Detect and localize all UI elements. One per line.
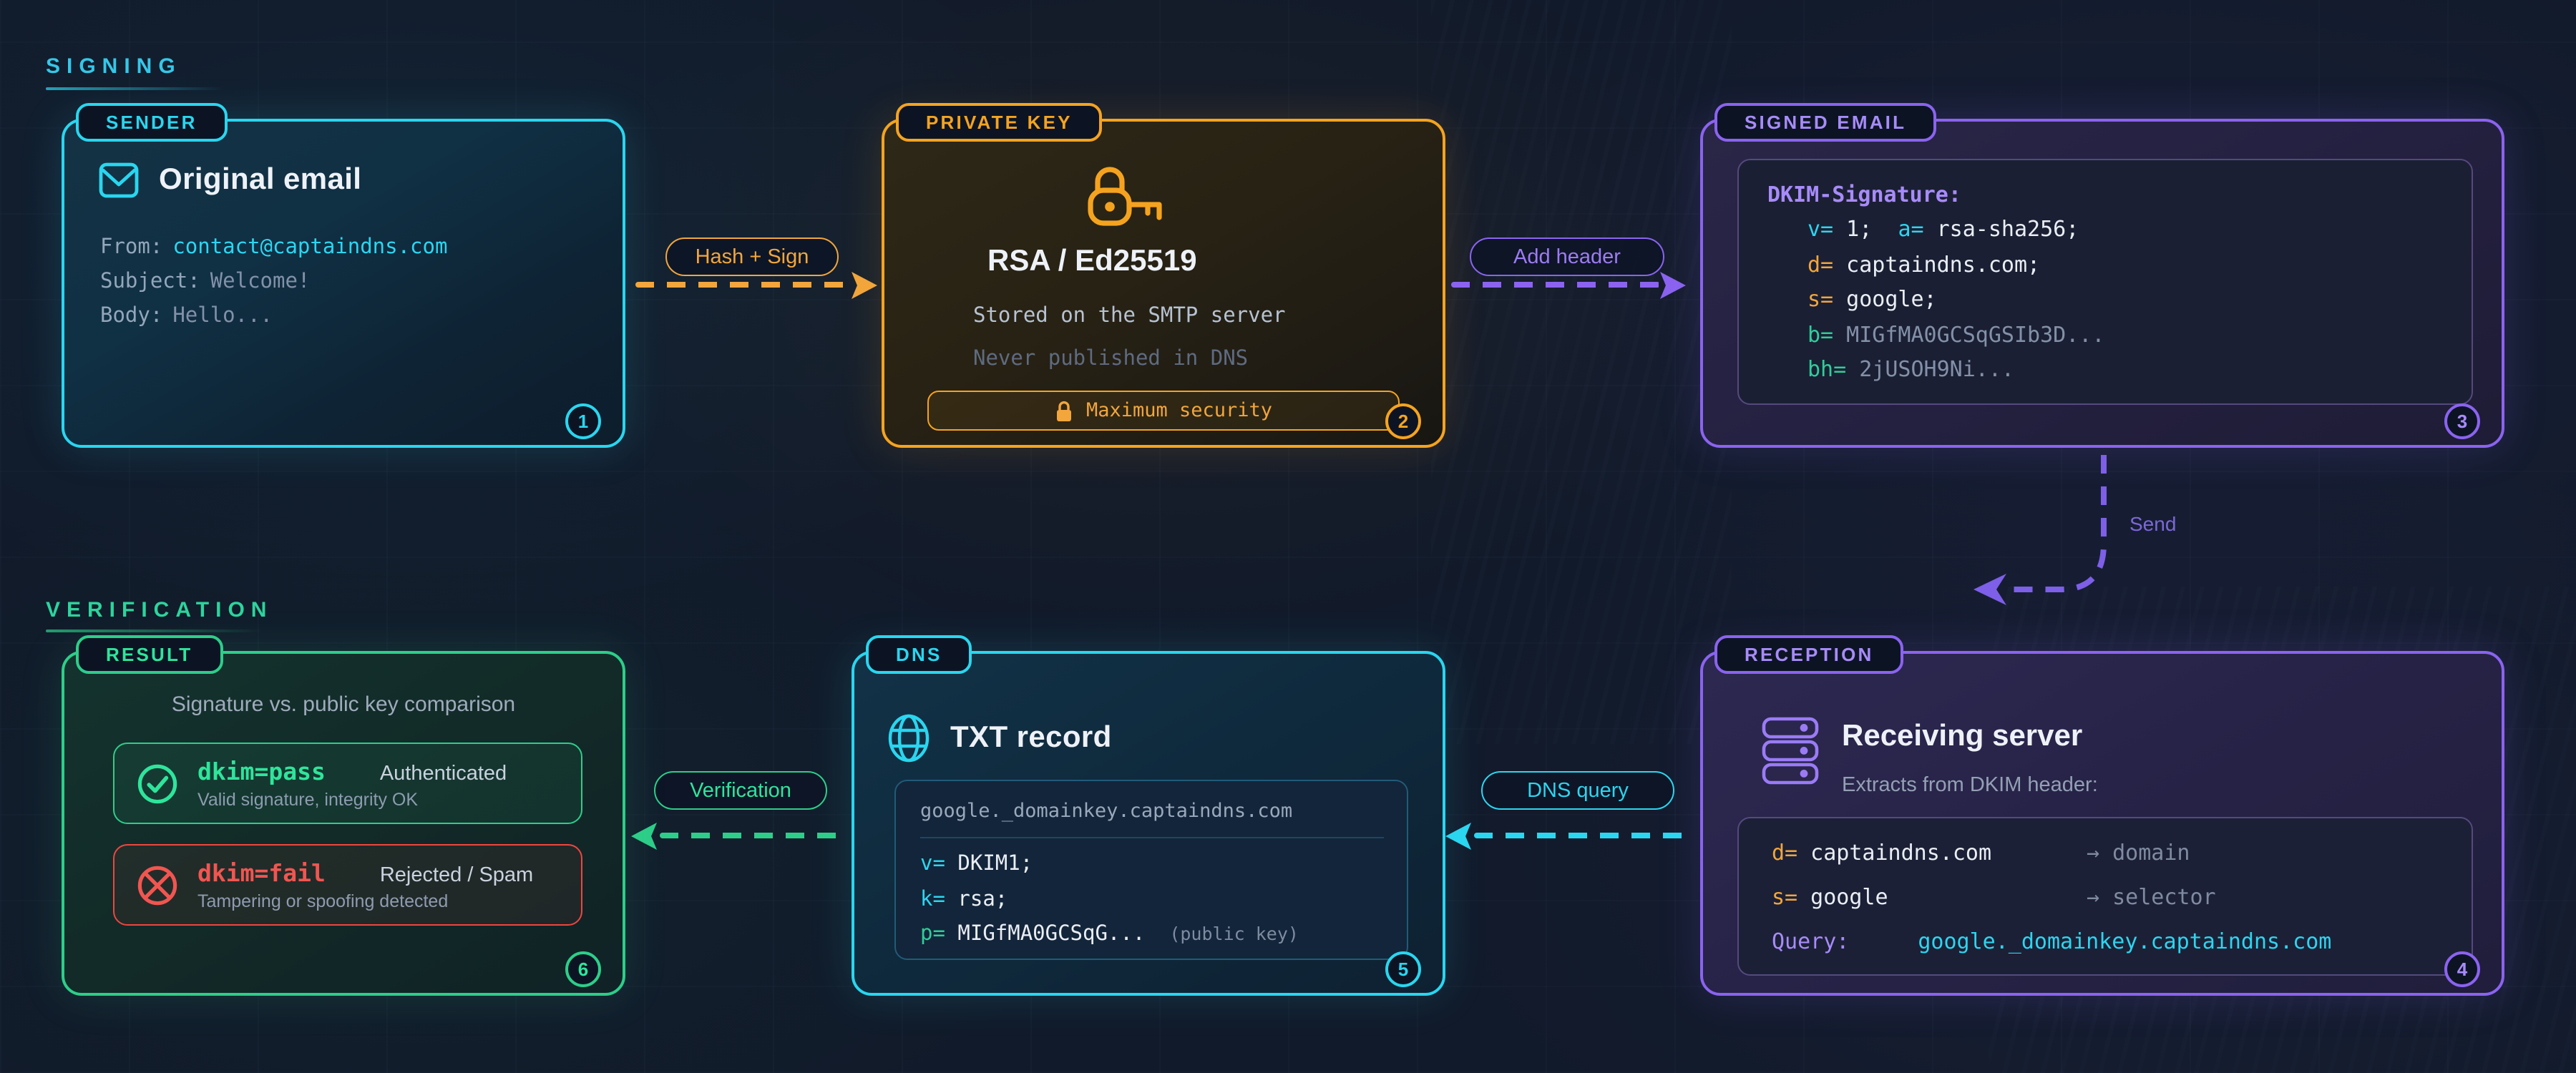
- txt-record-domain: google._domainkey.captaindns.com: [920, 800, 1293, 823]
- step-badge-6: 6: [565, 951, 601, 987]
- step-badge-2: 2: [1385, 403, 1421, 439]
- arrowhead-left-icon: [631, 823, 657, 850]
- card-signed-email-tab: SIGNED EMAIL: [1714, 103, 1937, 142]
- card-signed-email: SIGNED EMAIL DKIM-Signature: v= 1; a= rs…: [1700, 103, 2504, 448]
- card-result-tab: RESULT: [76, 635, 223, 674]
- arrowhead-right-icon: [1660, 272, 1686, 299]
- private-key-title: RSA / Ed25519: [987, 245, 1197, 278]
- private-key-storage: Stored on the SMTP server: [973, 305, 1286, 328]
- arrow-label-hash-sign: Hash + Sign: [665, 237, 839, 276]
- card-dns-tab: DNS: [866, 635, 972, 674]
- sender-title: Original email: [159, 163, 362, 196]
- result-title: Signature vs. public key comparison: [171, 692, 516, 717]
- dkim-signature-code-block: DKIM-Signature: v= 1; a= rsa-sha256; d= …: [1737, 159, 2473, 405]
- code-line: d= captaindns.com;: [1807, 251, 2041, 278]
- card-dns: DNS TXT record google._domainkey.captain…: [852, 635, 1445, 996]
- server-stack-icon: [1762, 717, 1819, 793]
- txt-record-code-block: google._domainkey.captaindns.com v= DKIM…: [894, 780, 1408, 960]
- arrowhead-left-icon: [1445, 823, 1471, 850]
- send-arrow: [1974, 455, 2107, 605]
- arrowhead-right-icon: [852, 272, 877, 299]
- arrow-label-add-header: Add header: [1470, 237, 1664, 276]
- card-result: RESULT Signature vs. public key comparis…: [62, 635, 625, 996]
- verification-arrow: [660, 833, 841, 838]
- envelope-icon: [99, 162, 139, 199]
- reception-row-query: Query: google._domainkey.captaindns.com: [1772, 929, 2332, 954]
- section-underline: [46, 87, 223, 90]
- hash-sign-arrow: [635, 282, 852, 288]
- step-badge-5: 5: [1385, 951, 1421, 987]
- dkim-signature-header: DKIM-Signature:: [1767, 182, 1961, 207]
- reception-title: Receiving server: [1842, 720, 2083, 753]
- step-badge-1: 1: [565, 403, 601, 439]
- padlock-icon: [1055, 400, 1073, 421]
- dns-query-arrow: [1474, 833, 1684, 838]
- sender-field-body: Body:Hello...: [100, 305, 273, 328]
- background-streak: [1431, 0, 1732, 744]
- code-line: bh= 2jUSOH9Ni...: [1807, 356, 2014, 383]
- code-line: v= 1; a= rsa-sha256;: [1807, 216, 2079, 242]
- code-line: b= MIGfMA0GCSqGSIb3D...: [1807, 321, 2105, 348]
- divider: [920, 837, 1384, 838]
- arrow-label-verification: Verification: [654, 771, 827, 810]
- card-private-key: PRIVATE KEY RSA / Ed25519 Stored on the …: [882, 103, 1445, 448]
- check-circle-icon: [136, 762, 179, 805]
- sender-field-from: From:contact@captaindns.com: [100, 236, 448, 259]
- reception-row-domain: d= captaindns.com → domain: [1772, 840, 2190, 866]
- card-reception-tab: RECEPTION: [1714, 635, 1904, 674]
- add-header-arrow: [1451, 282, 1660, 288]
- sender-field-subject: Subject:Welcome!: [100, 270, 311, 293]
- private-key-note: Never published in DNS: [973, 348, 1249, 371]
- dns-title: TXT record: [950, 721, 1112, 754]
- arrow-label-send: Send: [2129, 512, 2177, 535]
- x-circle-icon: [136, 863, 179, 906]
- globe-icon: [887, 714, 930, 763]
- section-underline: [46, 629, 263, 632]
- lock-key-icon: [1078, 160, 1166, 236]
- section-title-verification: VERIFICATION: [46, 598, 273, 622]
- arrow-label-dns-query: DNS query: [1481, 771, 1674, 810]
- card-sender-tab: SENDER: [76, 103, 228, 142]
- reception-row-selector: s= google → selector: [1772, 884, 2216, 910]
- step-badge-4: 4: [2444, 951, 2480, 987]
- card-private-key-tab: PRIVATE KEY: [896, 103, 1103, 142]
- reception-subtitle: Extracts from DKIM header:: [1842, 774, 2098, 797]
- step-badge-3: 3: [2444, 403, 2480, 439]
- section-title-signing: SIGNING: [46, 54, 182, 79]
- card-reception: RECEPTION Receiving server Extracts from…: [1700, 635, 2504, 996]
- max-security-badge: Maximum security: [927, 391, 1400, 431]
- code-line: p= MIGfMA0GCSqG...(public key): [920, 923, 1299, 946]
- code-line: v= DKIM1;: [920, 853, 1033, 876]
- card-sender: SENDER Original email From:contact@capta…: [62, 103, 625, 448]
- reception-code-block: d= captaindns.com → domain s= google → s…: [1737, 817, 2473, 976]
- code-line: k= rsa;: [920, 888, 1008, 911]
- code-line: s= google;: [1807, 286, 1937, 313]
